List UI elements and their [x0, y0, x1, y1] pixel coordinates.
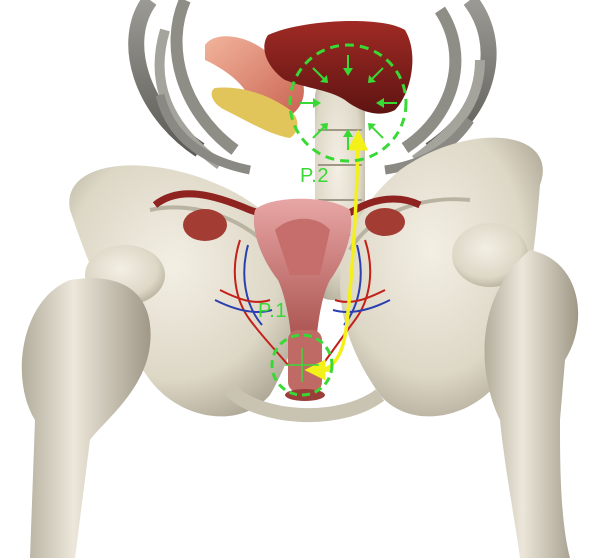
p1-label: P.1 — [258, 300, 287, 323]
p2-label: P.2 — [300, 165, 329, 188]
